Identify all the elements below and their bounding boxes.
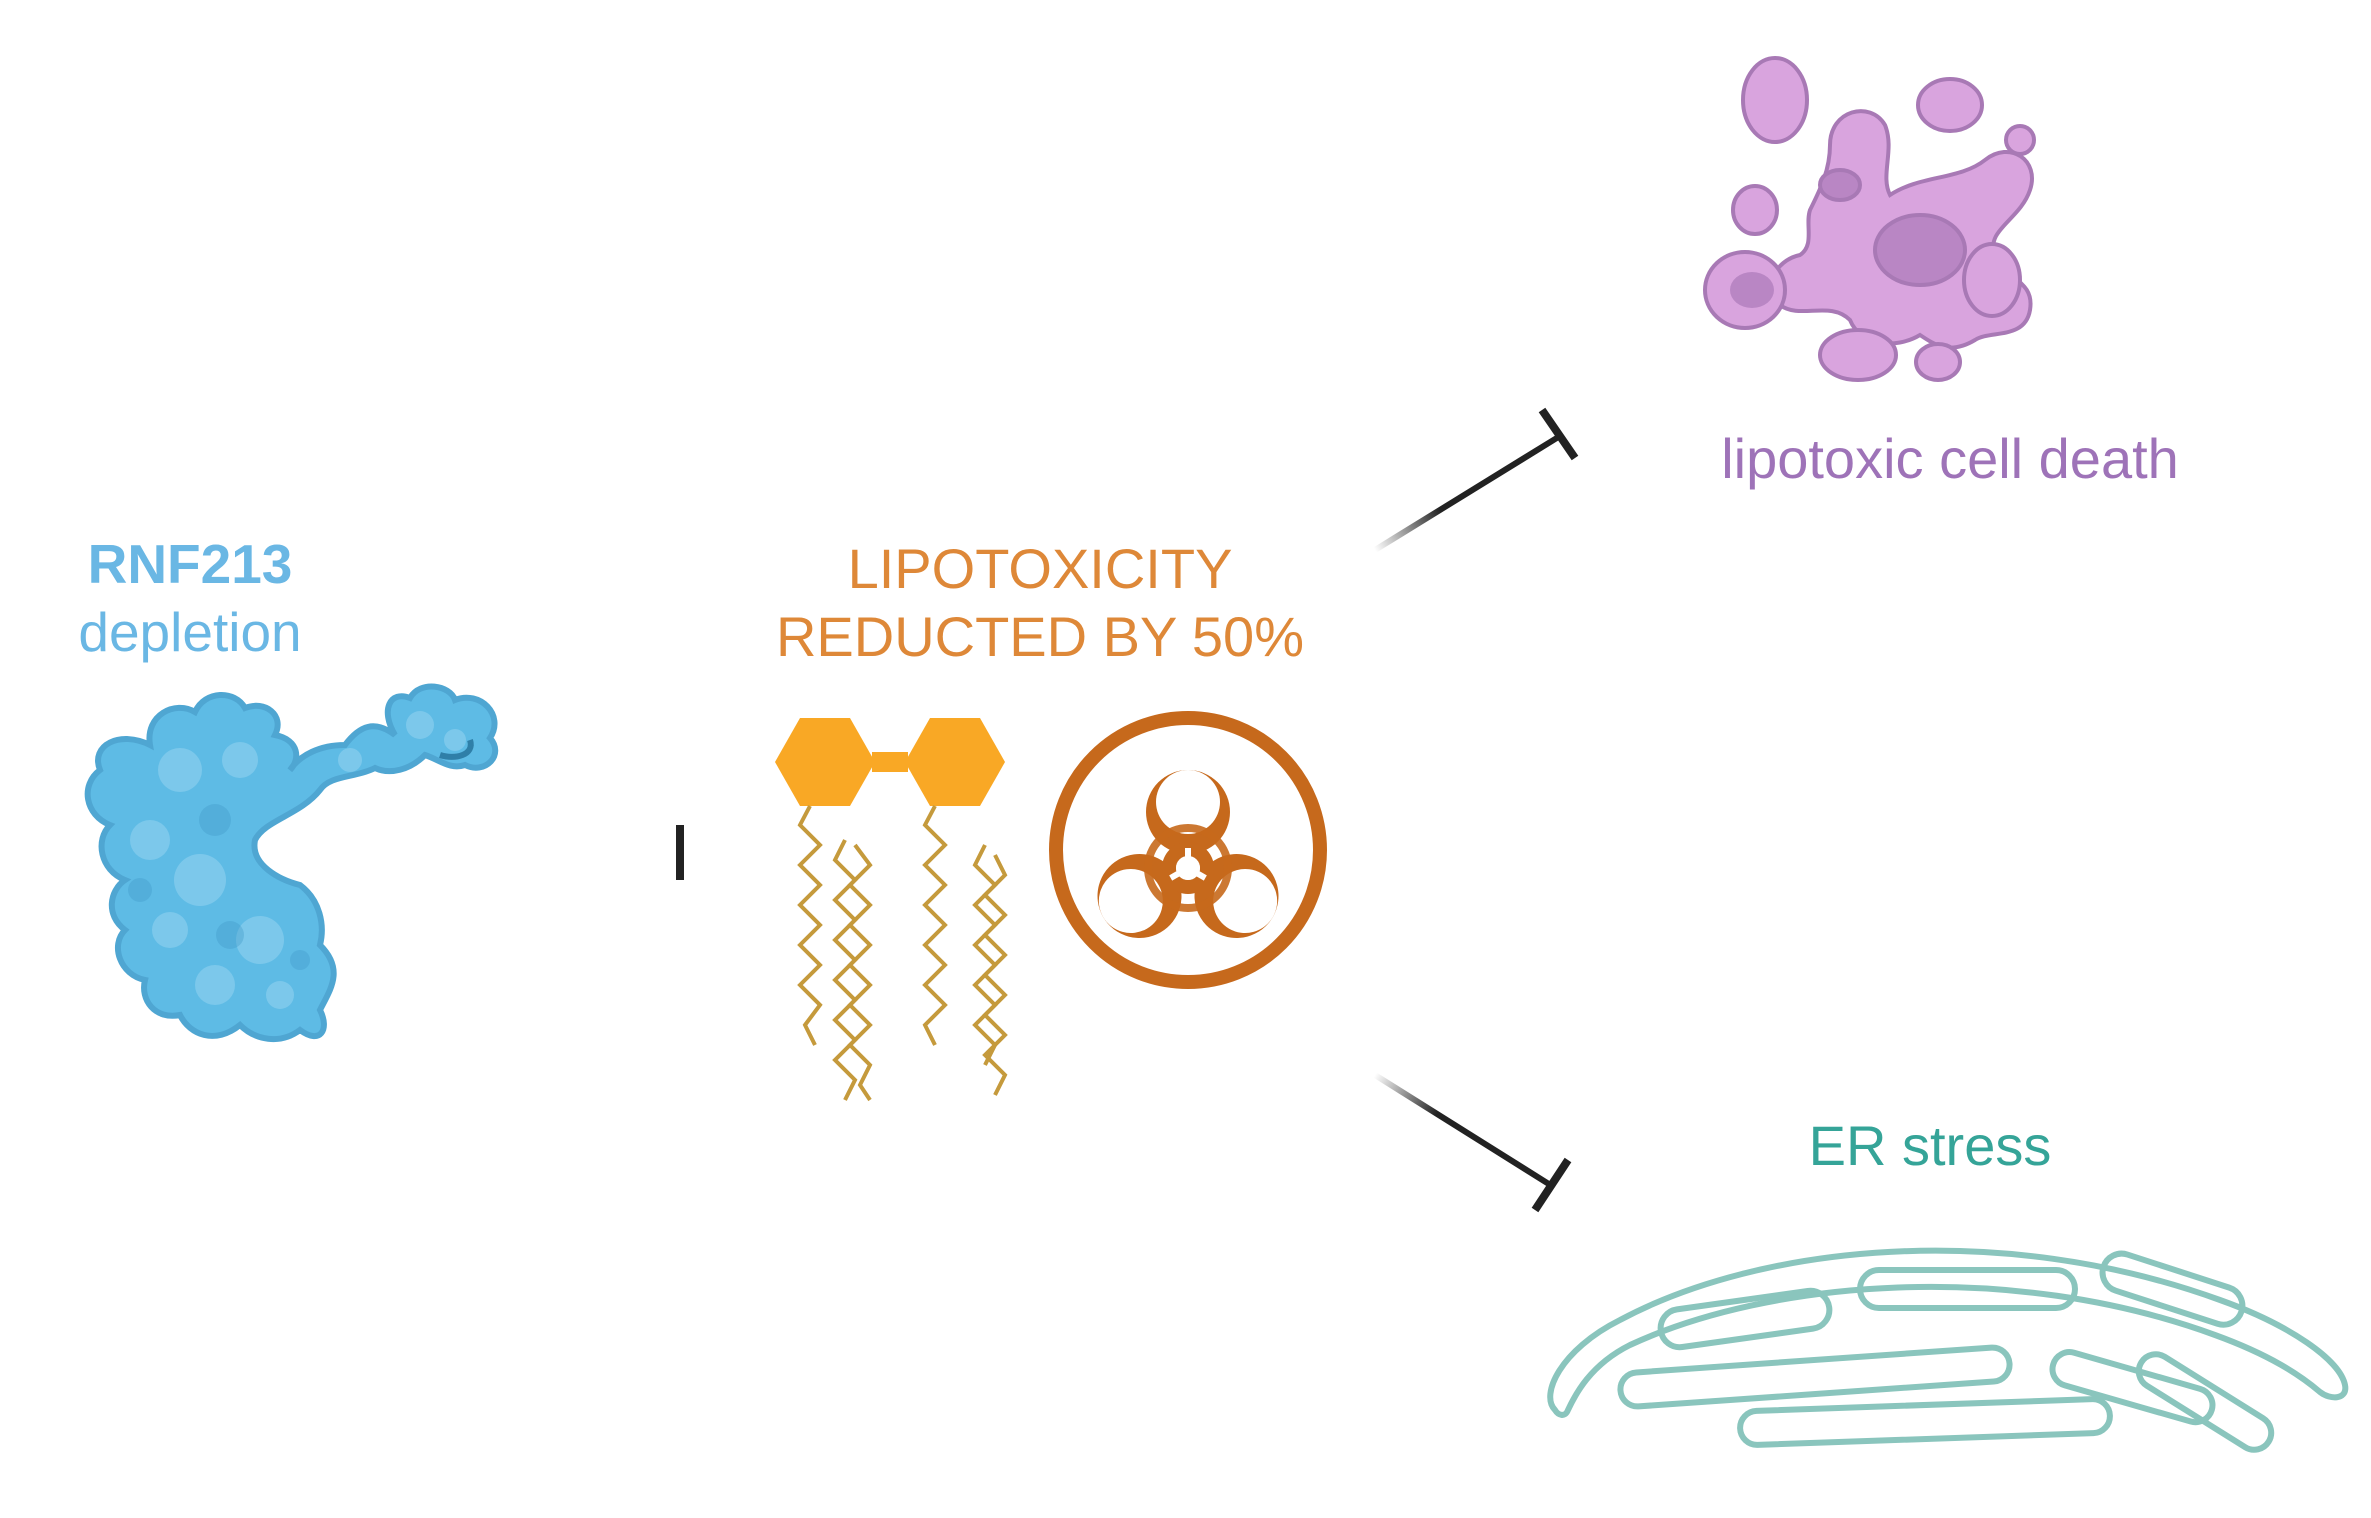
inhibition-arrow-3 (1373, 1072, 1572, 1213)
er-stress-label: ER stress (1808, 1114, 2052, 1177)
lipotoxicity-line2: REDUCTED BY 50% (775, 605, 1304, 668)
inhibition-arrow-2 (1373, 407, 1579, 553)
biohazard-icon (1049, 711, 1327, 989)
lipotoxicity-label: LIPOTOXICITY REDUCTED BY 50% (730, 535, 1350, 671)
rnf213-label: RNF213 depletion (30, 530, 350, 666)
rnf213-title: RNF213 (87, 533, 293, 595)
cell-death-label: lipotoxic cell death (1721, 427, 2179, 490)
lipid-molecule-icon (775, 718, 1008, 1102)
protein-blob-icon (84, 683, 499, 1043)
endoplasmic-reticulum-icon (1547, 1247, 2349, 1453)
dying-cell-icon (1703, 56, 2036, 382)
lipotoxicity-line1: LIPOTOXICITY (847, 537, 1233, 600)
rnf213-subtitle: depletion (78, 601, 302, 663)
inhibition-arrow-1 (440, 825, 684, 880)
